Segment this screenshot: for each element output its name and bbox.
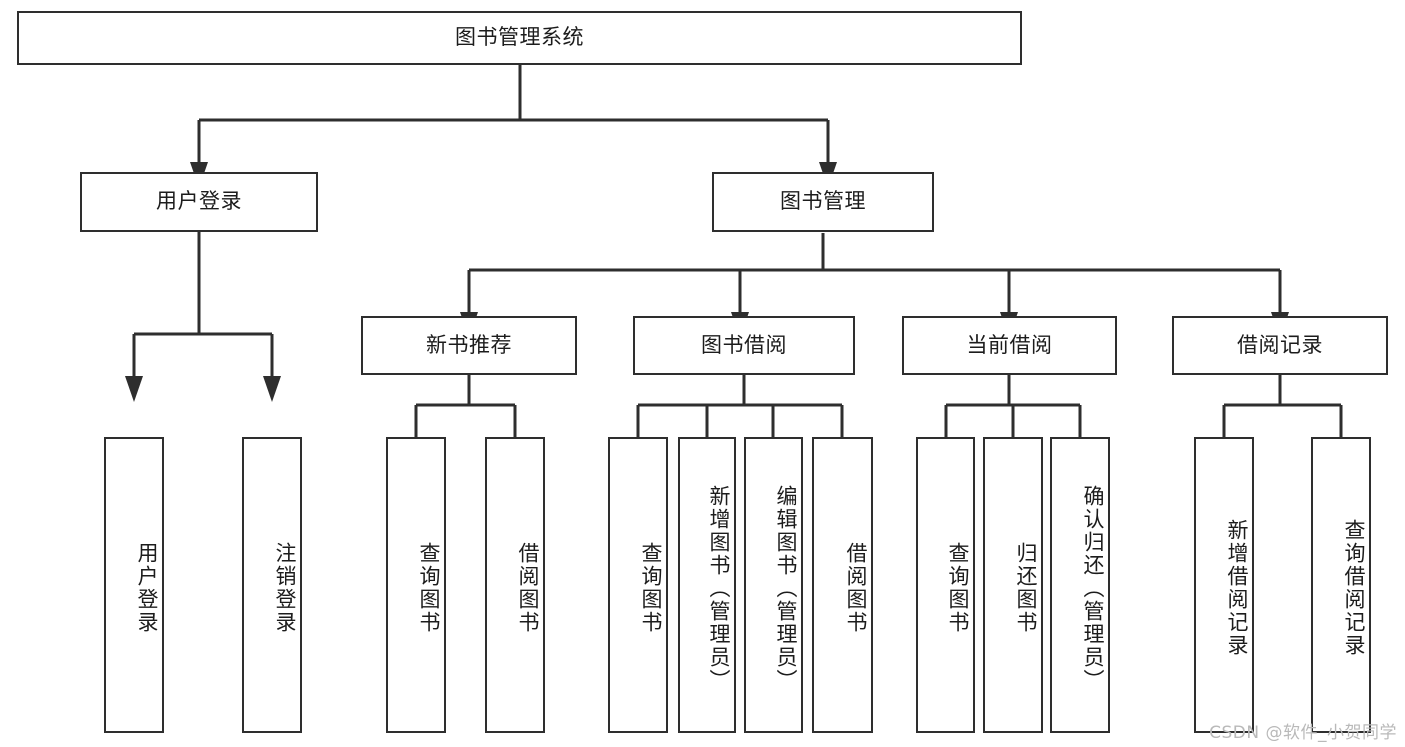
leaf-user-login[interactable]: 用户登录 [104, 437, 164, 733]
leaf-query-book-recommend[interactable]: 查询图书 [386, 437, 446, 733]
leaf-return-book[interactable]: 归还图书 [983, 437, 1043, 733]
node-book-borrow-label: 图书借阅 [701, 332, 787, 357]
node-new-book-recommend-label: 新书推荐 [426, 332, 512, 357]
leaf-query-book-borrow-label: 查询图书 [639, 542, 663, 634]
leaf-query-book-recommend-label: 查询图书 [417, 542, 441, 634]
leaf-add-book[interactable]: 新增图书（管理员） [678, 437, 736, 733]
leaf-user-login-label: 用户登录 [135, 542, 159, 634]
leaf-borrow-book-label: 借阅图书 [844, 542, 868, 634]
leaf-add-record-label: 新增借阅记录 [1225, 519, 1249, 657]
watermark-text: CSDN @软件_小贺同学 [1209, 723, 1397, 743]
node-root[interactable]: 图书管理系统 [17, 11, 1022, 65]
node-root-label: 图书管理系统 [455, 25, 584, 50]
leaf-query-book-current-label: 查询图书 [946, 542, 970, 634]
leaf-borrow-book-recommend-label: 借阅图书 [516, 542, 540, 634]
leaf-return-book-label: 归还图书 [1014, 542, 1038, 634]
leaf-query-book-borrow[interactable]: 查询图书 [608, 437, 668, 733]
leaf-add-record[interactable]: 新增借阅记录 [1194, 437, 1254, 733]
leaf-confirm-return[interactable]: 确认归还（管理员） [1050, 437, 1110, 733]
leaf-edit-book[interactable]: 编辑图书（管理员） [744, 437, 803, 733]
leaf-query-record[interactable]: 查询借阅记录 [1311, 437, 1371, 733]
node-user-login[interactable]: 用户登录 [80, 172, 318, 232]
node-new-book-recommend[interactable]: 新书推荐 [361, 316, 577, 375]
node-book-management-label: 图书管理 [780, 189, 866, 214]
leaf-logout[interactable]: 注销登录 [242, 437, 302, 733]
leaf-add-book-label: 新增图书（管理员） [707, 484, 731, 692]
leaf-query-record-label: 查询借阅记录 [1342, 519, 1366, 657]
node-user-login-label: 用户登录 [156, 189, 242, 214]
leaf-borrow-book[interactable]: 借阅图书 [812, 437, 873, 733]
node-borrow-record-label: 借阅记录 [1237, 332, 1323, 357]
leaf-edit-book-label: 编辑图书（管理员） [774, 484, 798, 692]
node-borrow-record[interactable]: 借阅记录 [1172, 316, 1388, 375]
leaf-query-book-current[interactable]: 查询图书 [916, 437, 975, 733]
leaf-borrow-book-recommend[interactable]: 借阅图书 [485, 437, 545, 733]
leaf-logout-label: 注销登录 [273, 542, 297, 634]
node-current-borrow[interactable]: 当前借阅 [902, 316, 1117, 375]
leaf-confirm-return-label: 确认归还（管理员） [1081, 484, 1105, 692]
node-book-management[interactable]: 图书管理 [712, 172, 934, 232]
node-current-borrow-label: 当前借阅 [966, 332, 1053, 357]
node-book-borrow[interactable]: 图书借阅 [633, 316, 855, 375]
